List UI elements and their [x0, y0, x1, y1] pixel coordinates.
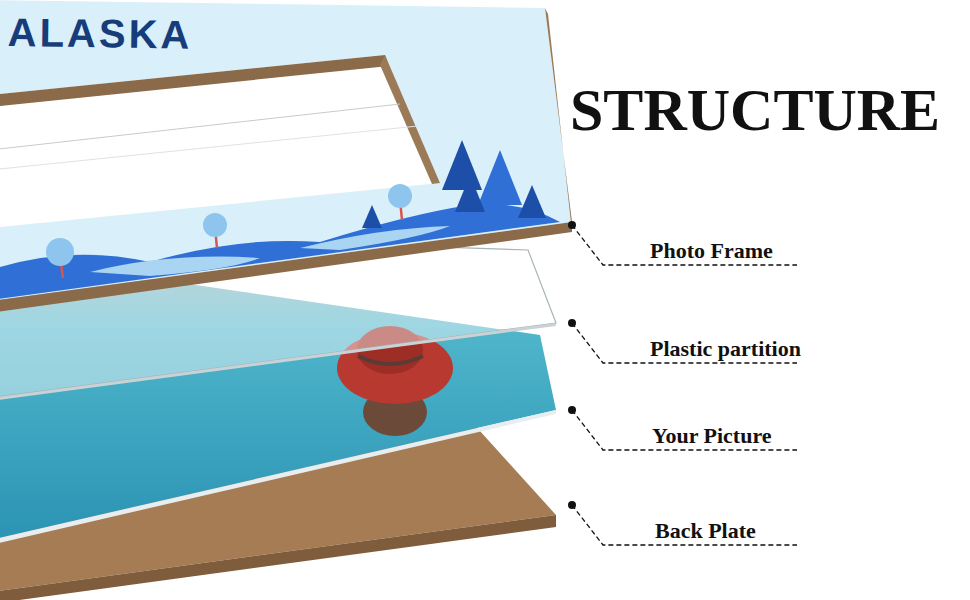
photo-frame: [0, 0, 572, 313]
round-tree: [203, 213, 227, 248]
partition-glimpse: [0, 126, 418, 170]
leader-line: [572, 225, 797, 265]
picture-edge: [0, 410, 556, 545]
leader-lines: [572, 225, 797, 545]
pine-tree: [518, 185, 546, 218]
pine-tree: [478, 150, 522, 205]
landscape-snow: [300, 226, 450, 250]
hat-band: [358, 356, 423, 364]
part-name: Plastic partition: [650, 337, 801, 361]
opening-top-edge: [0, 55, 389, 107]
leader-dot: [568, 501, 576, 509]
leader-dot: [568, 319, 576, 327]
landscape-snow: [90, 257, 260, 276]
frame-print: ALASKA: [7, 12, 192, 55]
pine-tree: [442, 140, 482, 190]
diagram-title: STRUCTURE: [570, 80, 940, 140]
leader-dot: [568, 406, 576, 414]
partition-edge: [0, 323, 556, 401]
frame-side-edge: [545, 8, 572, 232]
leader-dots: [568, 221, 576, 509]
leader-line: [572, 410, 797, 450]
part-name: Your Picture: [652, 424, 772, 448]
landscape-hills: [0, 204, 560, 300]
leader-line: [572, 505, 797, 545]
back-plate-edge: [0, 515, 556, 600]
part-name: Back Plate: [655, 519, 756, 543]
pine-tree: [362, 205, 382, 228]
round-tree: [388, 184, 412, 220]
round-tree: [46, 238, 74, 278]
frame-face: [0, 0, 572, 301]
frame-opening: [0, 55, 440, 228]
opening-side-edge: [380, 55, 440, 184]
pine-tree: [455, 175, 485, 212]
part-name: Photo Frame: [650, 239, 773, 263]
leader-dot: [568, 221, 576, 229]
partition-glimpse: [0, 104, 400, 150]
